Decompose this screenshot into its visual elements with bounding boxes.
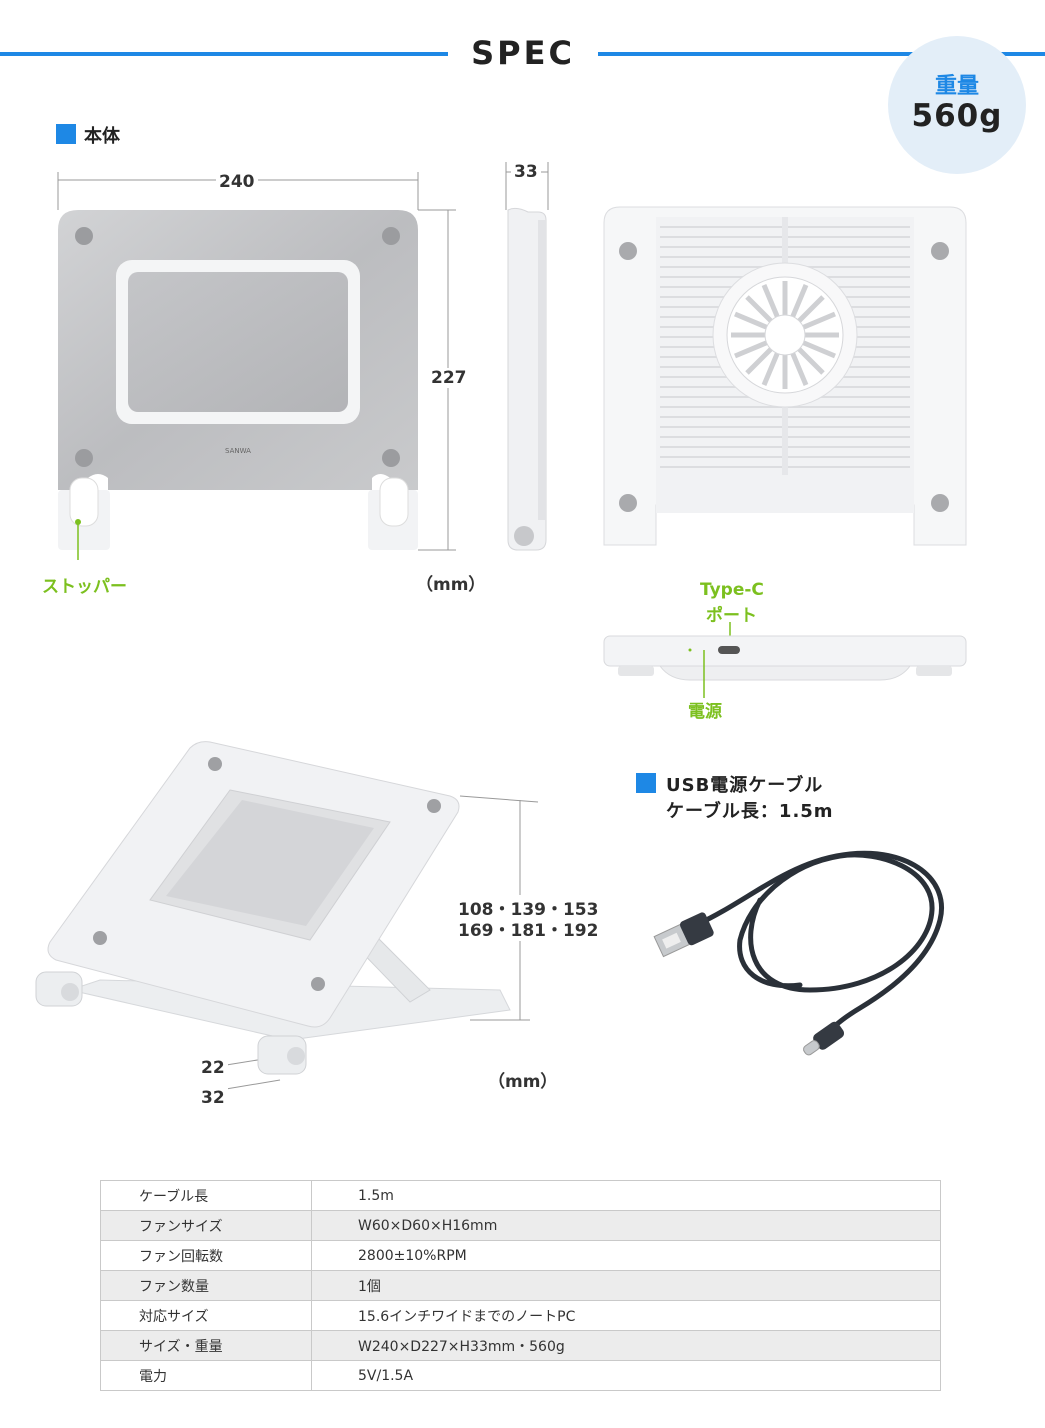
stopper-label: ストッパー [42, 577, 127, 597]
stand-heights-line1: 108・139・153 [455, 895, 602, 920]
header-rule-left [0, 52, 448, 56]
front-edge-drawing [603, 622, 967, 698]
stand-dim-b: 32 [198, 1088, 228, 1108]
spec-key: サイズ・重量 [100, 1330, 312, 1361]
spec-value: W240×D227×H33mm・560g [311, 1330, 941, 1361]
body-unit-label: （mm） [416, 575, 486, 595]
stand-perspective-drawing [35, 741, 539, 1091]
page-title: SPEC [471, 34, 575, 72]
spec-key: ケーブル長 [100, 1180, 312, 1211]
section-marker [56, 124, 76, 144]
port-label: ポート [706, 606, 757, 626]
stand-heights-line2: 169・181・192 [455, 916, 602, 941]
power-label: 電源 [688, 702, 722, 722]
type-c-label: Type-C [700, 580, 764, 600]
stand-unit-label: （mm） [488, 1072, 558, 1092]
width-dimension: 240 [216, 172, 258, 192]
spec-value: 15.6インチワイドまでのノートPC [311, 1300, 941, 1331]
spec-key: ファン数量 [100, 1270, 312, 1301]
spec-value: 1個 [311, 1270, 941, 1301]
brand-logo: SANWA [225, 447, 251, 455]
header-rule-right [598, 52, 1045, 56]
stand-dim-a: 22 [198, 1058, 228, 1078]
cable-section-marker [636, 773, 656, 793]
cable-length-label: ケーブル長：1.5m [666, 801, 834, 822]
height-dimension: 227 [428, 368, 470, 388]
spec-value: W60×D60×H16mm [311, 1210, 941, 1241]
cable-section-label: USB電源ケーブル [666, 775, 824, 796]
spec-key: ファンサイズ [100, 1210, 312, 1241]
side-view-drawing [505, 162, 549, 551]
spec-key: 電力 [100, 1360, 312, 1391]
thickness-dimension: 33 [511, 162, 541, 182]
spec-value: 2800±10%RPM [311, 1240, 941, 1271]
weight-label: 重量 [934, 74, 979, 99]
top-view-drawing: SANWA [57, 172, 456, 560]
spec-value: 5V/1.5A [311, 1360, 941, 1391]
spec-key: 対応サイズ [100, 1300, 312, 1331]
weight-badge: 重量 560g [888, 36, 1026, 174]
weight-value: 560g [911, 98, 1003, 134]
spec-key: ファン回転数 [100, 1240, 312, 1271]
spec-value: 1.5m [311, 1180, 941, 1211]
usb-cable-image [653, 850, 944, 1056]
bottom-view-drawing [603, 206, 967, 546]
body-section-label: 本体 [84, 126, 120, 147]
